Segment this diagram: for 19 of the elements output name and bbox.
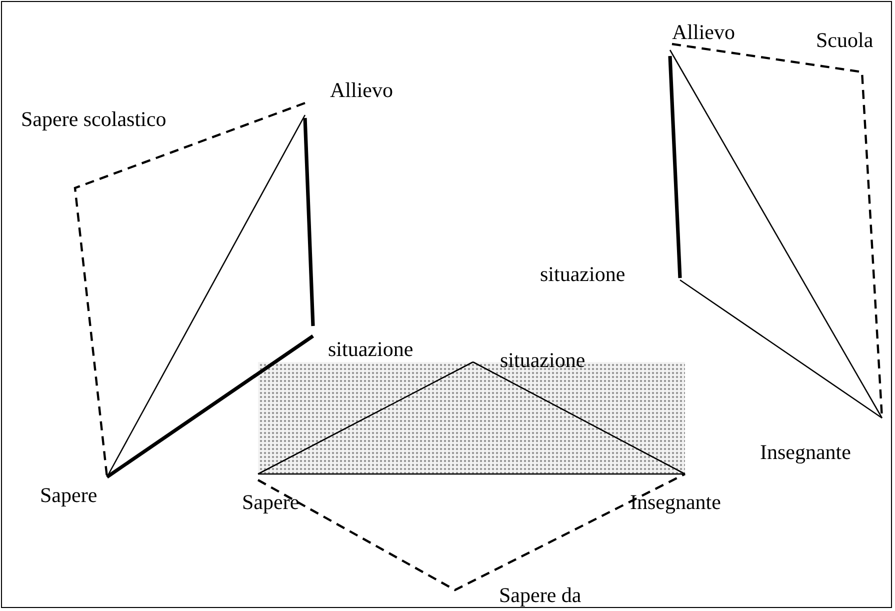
vertex-label: Allievo [672,20,735,44]
connector-line [258,361,474,475]
connector-line [303,118,315,326]
vertex-label: Insegnante [630,490,721,514]
vertex-label: situazione [500,348,586,372]
vertex-label: situazione [540,262,626,286]
vertex-label: Allievo [330,78,393,102]
vertex-label: Insegnante [760,440,851,464]
connector-line [668,56,682,278]
vertex-label: Sapere [242,490,300,514]
vertex-label: Sapere [40,483,98,507]
vertex-label: situazione [328,337,414,361]
connector-line [258,473,685,475]
dashed-line [257,473,686,592]
dashed-line [74,102,306,478]
connector-line [106,334,314,478]
connector-line [680,279,882,419]
connector-line [106,114,306,478]
connector-line [472,361,686,475]
